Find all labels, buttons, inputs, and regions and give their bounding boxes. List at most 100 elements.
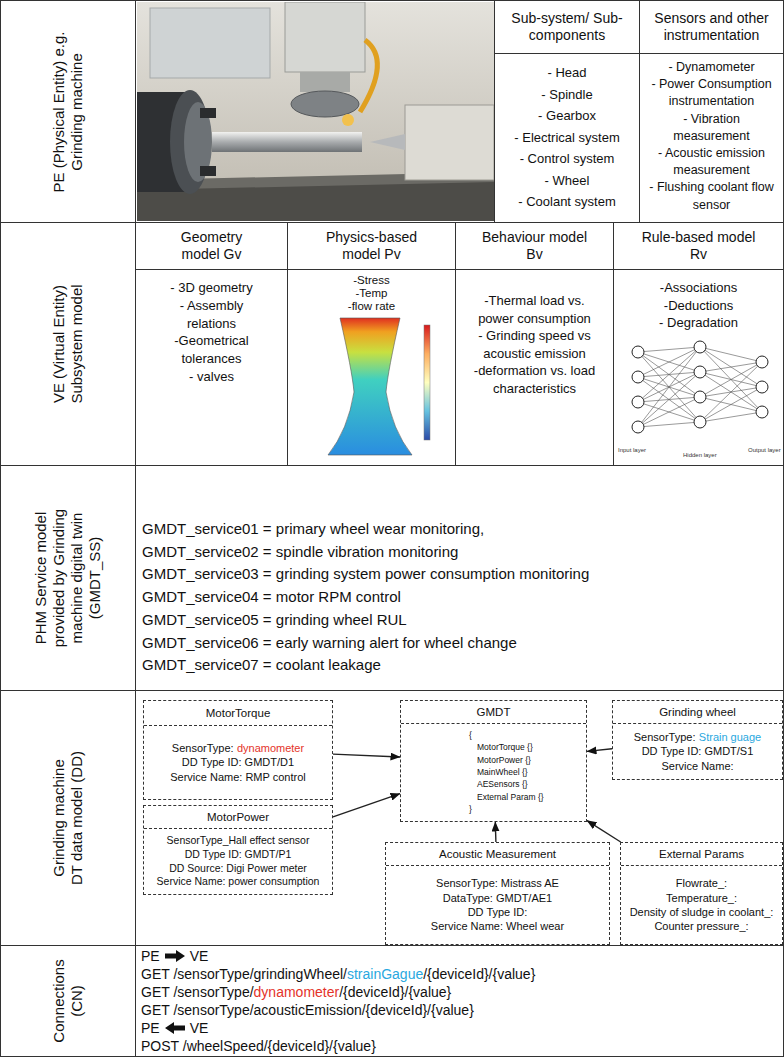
text-fragment: PE (141, 1020, 160, 1036)
box-title: External Params (659, 848, 744, 860)
service-list: GMDT_service01 = primary wheel wear moni… (135, 465, 784, 691)
box-title: Acoustic Measurement (439, 848, 556, 860)
text-line: Flowrate_: (626, 876, 777, 890)
column-header: Sensors and other instrumentation (640, 1, 783, 54)
list-item: - Head (499, 62, 635, 84)
header-text: Rule-based model Rv (636, 229, 761, 263)
connection-list: PEVEGET /sensorType/grindingWheel/strain… (135, 945, 784, 1057)
list-item: -Stress (294, 274, 449, 287)
box-body-inner: SensorType_Hall effect sensorDD Type ID:… (149, 834, 327, 889)
row-title: PE (Physical Entity) e.g. Grinding machi… (50, 9, 86, 214)
list-item: - Assembly relations (156, 297, 267, 333)
machine-photo (137, 2, 494, 221)
list-item: - Wheel (499, 170, 635, 192)
connection-body: PEVEGET /sensorType/grindingWheel/strain… (136, 946, 783, 1055)
list-item: -Thermal load vs. power consumption (470, 292, 599, 327)
text-line: Service Name: RMP control (149, 770, 327, 784)
list-item: - Electrical system (499, 127, 635, 149)
code-line: MotorPower {} (469, 754, 582, 766)
text-fragment: GET /sensorType/ (141, 984, 254, 1000)
text-fragment: DD Source: Digi Power meter (169, 862, 307, 874)
column-header: Rule-based model Rv (614, 223, 783, 270)
text-line: GET /sensorType/acousticEmission/{device… (141, 1001, 778, 1019)
text-fragment: Temperature_: (666, 892, 737, 904)
list-item: -Deductions (620, 297, 777, 315)
list-item: -deformation vs. load characteristics (470, 362, 599, 397)
box-body-inner: {MotorTorque {}MotorPower {}MainWheel {}… (469, 729, 582, 815)
list-item: -Temp (294, 287, 449, 300)
text-fragment: Counter pressure_: (654, 920, 748, 932)
text-fragment: VE (190, 948, 209, 964)
list-item: -Associations (620, 279, 777, 297)
list-item: - valves (156, 368, 267, 386)
text-line: SensorType: Mistrass AE (391, 876, 604, 890)
layer-caption: Hidden layer (683, 452, 717, 458)
box-body-inner: Flowrate_: Temperature_: Density of sludge… (626, 876, 777, 933)
list-item: - Coolant system (499, 191, 635, 213)
connector-arrow (333, 754, 400, 757)
row-title: Grinding machine DT data model (DD) (50, 749, 86, 887)
box-header: MotorTorque (144, 701, 332, 726)
list-item: - Acoustic emission measurement (644, 145, 779, 179)
arrow-shape (165, 1022, 185, 1034)
code-line: AESensors {} (469, 778, 582, 790)
text-fragment: DD Type ID: (468, 906, 528, 918)
box-title: Grinding wheel (659, 706, 736, 718)
text-fragment: SensorType: (634, 731, 696, 743)
row-title: PHM Service model provided by Grinding m… (32, 498, 104, 658)
box-body: SensorType:dynamometerDD Type ID: GMDT/D… (144, 726, 332, 799)
box-body-inner: SensorType: Mistrass AE DataType: GMDT/AE… (391, 876, 604, 933)
column-header: Geometry model Gv (136, 223, 287, 270)
list-item: - Vibration measurement (644, 111, 779, 145)
photo-frame (136, 1, 495, 223)
text-fragment: Service Name: power consumption (157, 875, 320, 887)
box-header: External Params (621, 843, 782, 866)
column-header: Physics-based model Pv (288, 223, 455, 270)
list-item: - Gearbox (499, 105, 635, 127)
box-title: MotorTorque (206, 707, 271, 719)
row-label: VE (Virtual Entity) Subsystem model (0, 222, 136, 466)
text-line: Temperature_: (626, 891, 777, 905)
text-fragment: /{deviceId}/{value} (339, 984, 451, 1000)
layer-caption: Output layer (748, 447, 781, 453)
data-model-box: Grinding wheelSensorType:Strain guageDD … (612, 700, 783, 780)
header-text: Geometry model Gv (164, 229, 259, 263)
subsystem-column: Sub-system/ Sub-components- Head- Spindl… (494, 0, 640, 223)
text-line: DD Source: Digi Power meter (149, 862, 327, 876)
list-item: -flow rate (294, 300, 449, 313)
code-line: MotorTorque {} (469, 741, 582, 753)
column-body: - 3D geometry- Assembly relations-Geomet… (136, 270, 287, 386)
text-fragment: Service Name: Wheel wear (431, 920, 564, 932)
box-body: {MotorTorque {}MotorPower {}MainWheel {}… (401, 724, 586, 821)
list-item: - 3D geometry (156, 279, 267, 297)
text-fragment: Density of sludge in coolant_: (630, 906, 774, 918)
highlighted-term: strainGague (347, 966, 423, 982)
text-fragment: DataType: GMDT/AE1 (443, 892, 552, 904)
box-body: SensorType: Mistrass AE DataType: GMDT/AE… (386, 866, 609, 944)
text-line: DD Type ID: GMDT/P1 (149, 848, 327, 862)
label-holder: Grinding machine DT data model (DD) (50, 749, 86, 887)
text-fragment: GET /sensorType/acousticEmission/{device… (141, 1002, 474, 1018)
row-title: VE (Virtual Entity) Subsystem model (50, 269, 86, 419)
text-fragment: Service Name: (661, 760, 733, 772)
text-line: GET /sensorType/grindingWheel/strainGagu… (141, 965, 778, 983)
label-holder: Hidden layer (683, 452, 717, 458)
column-body: -Stress-Temp-flow rate (288, 270, 455, 314)
row-title: Connections (CN) (50, 954, 86, 1049)
list-item: - Control system (499, 148, 635, 170)
list-item: - Power Consumption instrumentation (644, 76, 779, 110)
highlighted-term: dynamometer (254, 984, 340, 1000)
service-line: GMDT_service06 = early warning alert for… (142, 632, 777, 655)
layer-caption: Input layer (618, 447, 646, 453)
model-column: Rule-based model Rv -Associations-Deducti… (613, 222, 784, 466)
model-column: Behaviour model Bv-Thermal load vs. powe… (455, 222, 614, 466)
connector-arrow (333, 794, 400, 817)
highlighted-term: Strain guage (699, 731, 761, 743)
box-body-inner: SensorType:dynamometerDD Type ID: GMDT/D… (149, 741, 327, 784)
text-line: PEVE (141, 947, 778, 965)
text-fragment: /{deviceId}/{value} (423, 966, 535, 982)
list-item: - Dynamometer (644, 59, 779, 76)
label-holder: Input layer (618, 447, 646, 453)
box-header: Acoustic Measurement (386, 843, 609, 866)
box-title: MotorPower (207, 811, 269, 823)
